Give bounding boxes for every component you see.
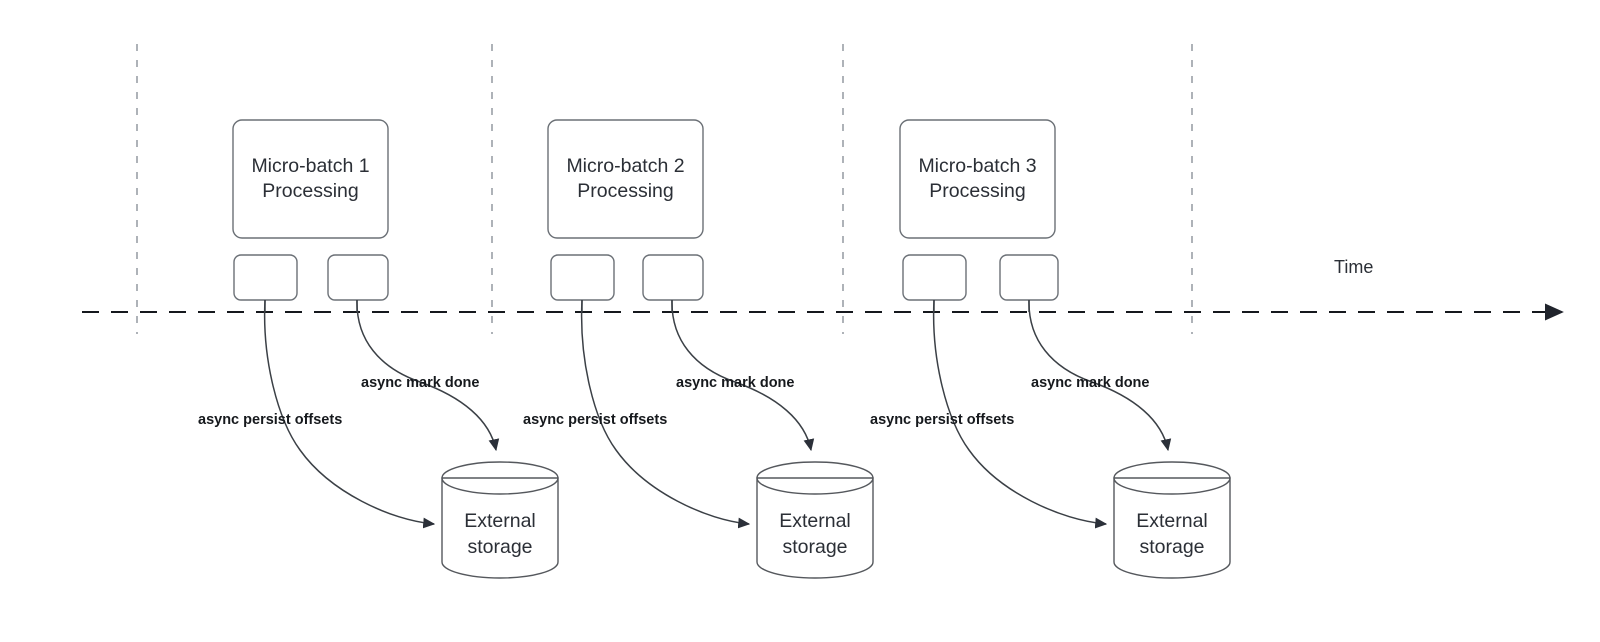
micro-batch-2-title-line2: Processing xyxy=(577,180,673,202)
micro-batch-2-storage-body xyxy=(756,477,874,579)
micro-batch-3-storage-label-line1: External xyxy=(1136,510,1208,532)
micro-batch-3-title-line1: Micro-batch 3 xyxy=(918,155,1036,177)
micro-batch-2-persist-label: async persist offsets xyxy=(523,412,667,428)
micro-batch-2-group: Micro-batch 2 Processing External storag… xyxy=(523,119,874,579)
lifelines-group xyxy=(136,44,1193,334)
micro-batch-1-box[interactable] xyxy=(232,119,389,239)
micro-batch-1-group: Micro-batch 1 Processing External storag… xyxy=(198,119,559,579)
time-axis: Time xyxy=(82,257,1564,321)
micro-batch-2-task-right[interactable] xyxy=(642,254,704,301)
time-axis-label: Time xyxy=(1334,257,1373,277)
micro-batch-3-storage-label-line2: storage xyxy=(1139,536,1204,558)
micro-batch-1-markdone-arrow xyxy=(356,299,500,452)
micro-batch-3-markdone-arrow xyxy=(1028,299,1172,452)
micro-batch-3-task-left[interactable] xyxy=(902,254,967,301)
micro-batch-3-storage[interactable]: External storage xyxy=(1113,461,1231,579)
micro-batch-1-storage-body xyxy=(441,477,559,579)
micro-batch-3-title-line2: Processing xyxy=(929,180,1025,202)
micro-batch-3-persist-label: async persist offsets xyxy=(870,412,1014,428)
micro-batch-3-persist-arrow xyxy=(932,299,1108,529)
micro-batch-1-title-line1: Micro-batch 1 xyxy=(251,155,369,177)
micro-batch-2-task-left[interactable] xyxy=(550,254,615,301)
micro-batch-1-storage[interactable]: External storage xyxy=(441,461,559,579)
micro-batch-1-persist-label: async persist offsets xyxy=(198,412,342,428)
micro-batch-2-title-line1: Micro-batch 2 xyxy=(566,155,684,177)
micro-batch-2-markdone-label: async mark done xyxy=(676,375,794,391)
micro-batch-2-markdone-arrow xyxy=(671,299,815,452)
micro-batch-2-persist-arrow xyxy=(580,299,751,529)
micro-batch-3-group: Micro-batch 3 Processing External storag… xyxy=(870,119,1231,579)
micro-batch-1-storage-top xyxy=(441,461,559,495)
micro-batch-3-storage-top xyxy=(1113,461,1231,495)
micro-batch-1-task-left[interactable] xyxy=(233,254,298,301)
micro-batch-1-task-right[interactable] xyxy=(327,254,389,301)
micro-batch-1-title-line2: Processing xyxy=(262,180,358,202)
micro-batch-2-box[interactable] xyxy=(547,119,704,239)
micro-batch-2-storage-label-line2: storage xyxy=(782,536,847,558)
micro-batch-2-storage-top xyxy=(756,461,874,495)
micro-batch-2-storage[interactable]: External storage xyxy=(756,461,874,579)
micro-batch-1-storage-label-line1: External xyxy=(464,510,536,532)
micro-batch-1-persist-arrow xyxy=(263,299,436,529)
micro-batch-3-storage-body xyxy=(1113,477,1231,579)
micro-batch-2-storage-label-line1: External xyxy=(779,510,851,532)
micro-batch-3-markdone-label: async mark done xyxy=(1031,375,1149,391)
micro-batch-1-markdone-label: async mark done xyxy=(361,375,479,391)
micro-batch-1-storage-label-line2: storage xyxy=(467,536,532,558)
micro-batch-3-task-right[interactable] xyxy=(999,254,1059,301)
micro-batch-3-box[interactable] xyxy=(899,119,1056,239)
